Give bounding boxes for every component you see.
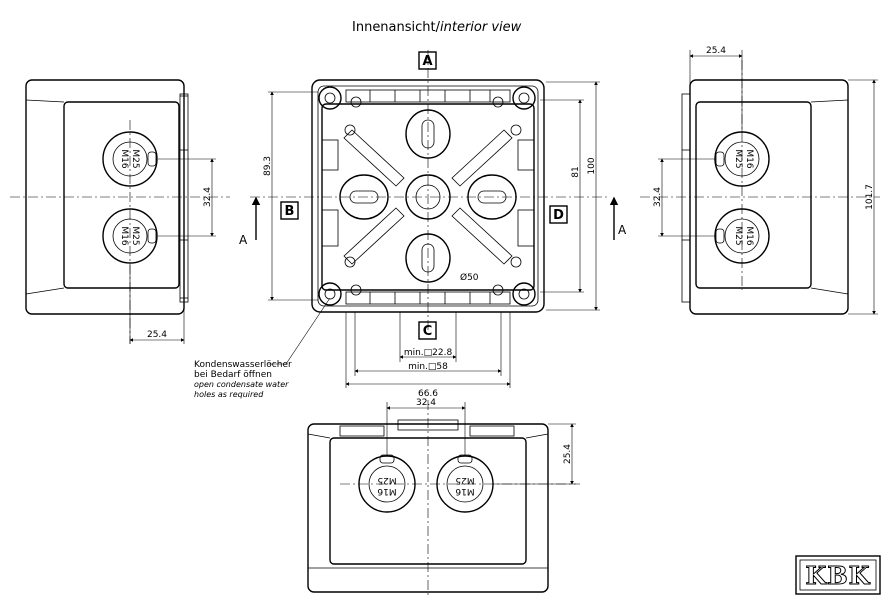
dim-101-7: 101.7 <box>865 184 875 210</box>
dim-min-22-8: min.□22.8 <box>404 348 453 358</box>
knockout-label-m25: M25 <box>377 475 396 485</box>
section-label-d: D <box>553 208 564 223</box>
note-en-line1: open condensate water <box>194 380 289 389</box>
section-label-b: B <box>285 204 295 219</box>
knockout-label-m25: M25 <box>130 149 140 168</box>
title-italic: interior view <box>440 20 522 35</box>
dim-min-58: min.□58 <box>408 362 448 372</box>
knockout-label-m25: M25 <box>733 149 743 168</box>
section-arrow-left: A <box>239 196 261 247</box>
condensate-note: Kondenswasserlöcher bei Bedarf öffnen op… <box>194 297 331 399</box>
knockout-label-m25: M25 <box>733 226 743 245</box>
knockout-label-m16: M16 <box>377 486 396 496</box>
note-de-line1: Kondenswasserlöcher <box>194 360 292 370</box>
section-label-c-box <box>418 321 437 340</box>
interior-view-dimensions: 89.3 81 100 min.□22.8 min.□58 66.6 <box>263 81 600 399</box>
knockout-label-m25: M25 <box>130 226 140 245</box>
arrow-label-left: A <box>239 233 248 247</box>
knockout-label-m25: M25 <box>455 475 474 485</box>
note-de-line2: bei Bedarf öffnen <box>194 370 272 380</box>
knockout-label-m16: M16 <box>744 149 754 168</box>
dim-32-4-right: 32.4 <box>653 187 663 207</box>
dim-89-3: 89.3 <box>263 156 273 176</box>
inner-mark-o50: Ø50 <box>460 272 479 283</box>
drawing-title: Innenansicht/interior view <box>352 20 521 35</box>
arrow-label-right: A <box>618 223 627 237</box>
dim-66-6: 66.6 <box>418 389 438 399</box>
dim-25-4-left: 25.4 <box>147 330 167 340</box>
knockout-label-m16: M16 <box>744 226 754 245</box>
interior-view: Ø50 <box>250 50 610 330</box>
dim-25-4-bottom: 25.4 <box>563 444 573 464</box>
knockout-label-m16: M16 <box>119 149 129 168</box>
section-label-d-box <box>549 205 568 224</box>
dim-32-4-bottom: 32.4 <box>416 398 436 408</box>
knockout-label-m16: M16 <box>119 226 129 245</box>
left-side-view: M16 M25 M16 M25 32.4 25.4 <box>10 79 230 344</box>
dim-25-4-right: 25.4 <box>706 46 726 56</box>
dim-32-4-left: 32.4 <box>203 187 213 207</box>
right-side-view: M25 M16 M25 M16 25.4 32.4 101.7 <box>640 46 880 315</box>
dim-81: 81 <box>571 166 581 177</box>
title-main: Innenansicht/ <box>352 20 441 35</box>
note-en-line2: holes as required <box>194 390 264 399</box>
bottom-view: M25 M16 M25 M16 32.4 25.4 <box>307 398 580 596</box>
section-label-b-box <box>280 201 299 220</box>
kbk-logo: KBK <box>795 555 881 595</box>
section-label-c: C <box>423 324 433 339</box>
section-arrow-right: A <box>609 196 627 240</box>
section-label-a-box <box>418 51 437 70</box>
logo-text: KBK <box>805 561 870 590</box>
section-label-a: A <box>422 54 432 69</box>
knockout-label-m16: M16 <box>455 486 474 496</box>
dim-100: 100 <box>587 157 597 174</box>
